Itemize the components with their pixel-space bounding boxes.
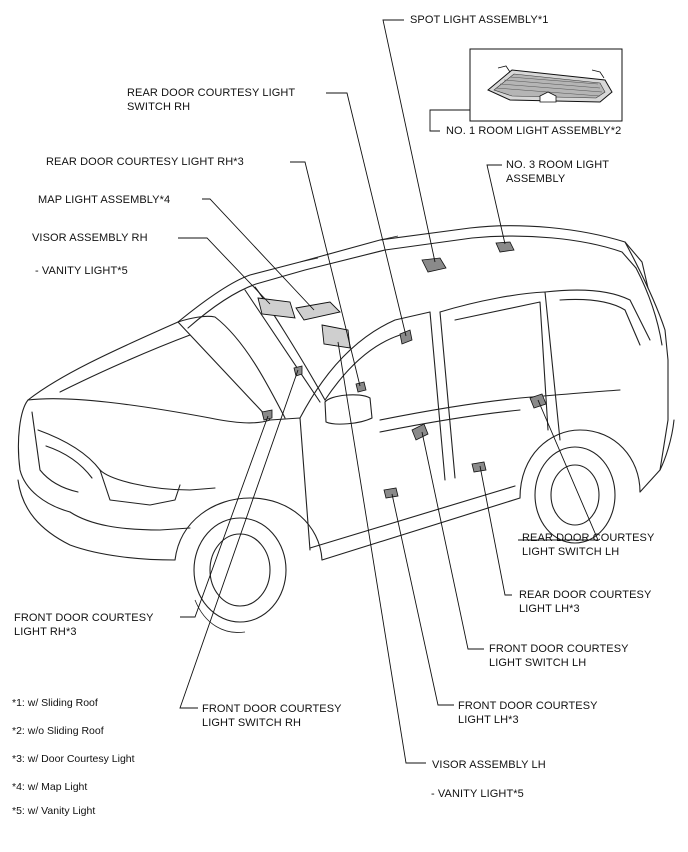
- footnote-4: *4: w/ Map Light: [12, 781, 88, 793]
- label-line-1: FRONT DOOR COURTESY: [202, 703, 342, 715]
- label-visor-assembly-rh: VISOR ASSEMBLY RH: [32, 232, 148, 244]
- footnote-3: *3: w/ Door Courtesy Light: [12, 753, 135, 765]
- label-rear-door-courtesy-light-switch-rh: REAR DOOR COURTESY LIGHT SWITCH RH: [127, 86, 295, 114]
- label-vanity-light-rh: - VANITY LIGHT*5: [35, 265, 128, 277]
- label-line-2: LIGHT SWITCH LH: [522, 546, 620, 558]
- label-line-2: LIGHT SWITCH LH: [489, 657, 587, 669]
- label-no3-room-light-assembly: NO. 3 ROOM LIGHT ASSEMBLY: [506, 158, 609, 186]
- leader-lines: [178, 19, 599, 764]
- label-line-1: FRONT DOOR COURTESY: [458, 700, 598, 712]
- label-front-door-courtesy-light-switch-lh: FRONT DOOR COURTESY LIGHT SWITCH LH: [489, 642, 629, 670]
- label-line-2: LIGHT LH*3: [519, 603, 580, 615]
- label-line-1: REAR DOOR COURTESY: [522, 532, 655, 544]
- label-front-door-courtesy-light-lh: FRONT DOOR COURTESY LIGHT LH*3: [458, 699, 598, 727]
- label-rear-door-courtesy-light-lh: REAR DOOR COURTESY LIGHT LH*3: [519, 588, 651, 616]
- vehicle-body-outline: [17, 225, 675, 633]
- label-spot-light-assembly: SPOT LIGHT ASSEMBLY*1: [410, 14, 549, 26]
- footnote-2: *2: w/o Sliding Roof: [12, 725, 104, 737]
- vehicle-parts: [257, 241, 547, 499]
- label-line-1: NO. 3 ROOM LIGHT: [506, 159, 610, 171]
- label-vanity-light-lh: - VANITY LIGHT*5: [431, 788, 524, 800]
- label-line-2: LIGHT SWITCH RH: [202, 717, 302, 729]
- label-line-1: FRONT DOOR COURTESY: [14, 612, 154, 624]
- label-map-light-assembly: MAP LIGHT ASSEMBLY*4: [38, 194, 171, 206]
- footnote-5: *5: w/ Vanity Light: [12, 805, 96, 817]
- label-front-door-courtesy-light-rh: FRONT DOOR COURTESY LIGHT RH*3: [14, 611, 154, 639]
- label-front-door-courtesy-light-switch-rh: FRONT DOOR COURTESY LIGHT SWITCH RH: [202, 702, 342, 730]
- label-visor-assembly-lh: VISOR ASSEMBLY LH: [432, 759, 546, 771]
- label-rear-door-courtesy-light-switch-lh: REAR DOOR COURTESY LIGHT SWITCH LH: [522, 531, 654, 559]
- label-line-1: REAR DOOR COURTESY LIGHT: [127, 87, 296, 99]
- label-line-2: LIGHT RH*3: [14, 626, 77, 638]
- label-no1-room-light-assembly: NO. 1 ROOM LIGHT ASSEMBLY*2: [446, 125, 622, 137]
- label-line-1: FRONT DOOR COURTESY: [489, 643, 629, 655]
- footnote-1: *1: w/ Sliding Roof: [12, 697, 98, 709]
- label-line-2: LIGHT LH*3: [458, 714, 519, 726]
- label-line-1: REAR DOOR COURTESY: [519, 589, 652, 601]
- label-line-2: SWITCH RH: [127, 101, 191, 113]
- label-line-2: ASSEMBLY: [506, 173, 566, 185]
- label-rear-door-courtesy-light-rh: REAR DOOR COURTESY LIGHT RH*3: [46, 156, 244, 168]
- room-light-inset: [469, 48, 623, 122]
